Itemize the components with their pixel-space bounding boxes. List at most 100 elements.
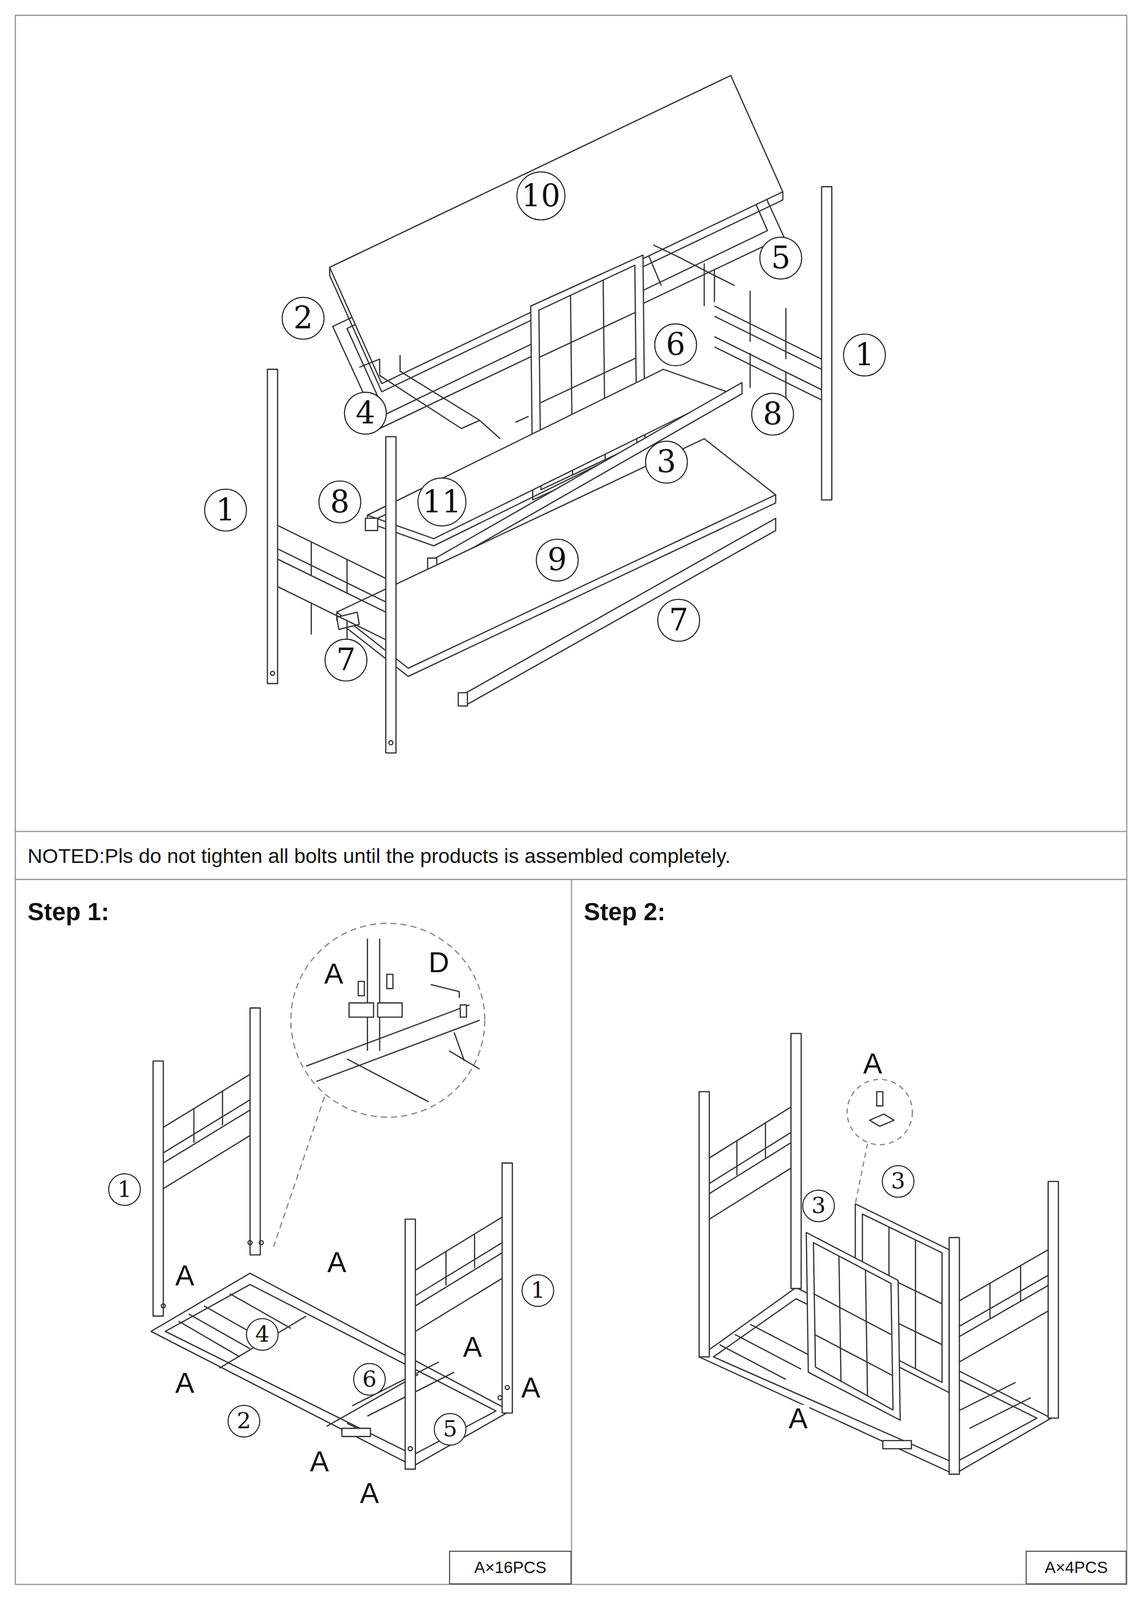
line-art bbox=[386, 974, 393, 989]
line-art bbox=[365, 518, 378, 532]
exploded-view bbox=[267, 75, 833, 754]
callout-number: 3 bbox=[645, 441, 689, 485]
line-art bbox=[504, 1386, 510, 1391]
callout-number: 3 bbox=[802, 1189, 835, 1223]
callout-number: 5 bbox=[759, 236, 803, 280]
line-art bbox=[749, 291, 752, 343]
line-art bbox=[405, 1219, 416, 1470]
line-art bbox=[869, 1114, 895, 1127]
line-art bbox=[259, 1240, 264, 1246]
line-art bbox=[709, 1107, 792, 1159]
line-art bbox=[219, 1316, 307, 1369]
line-art bbox=[764, 1123, 767, 1159]
step-heading: Step 1: bbox=[27, 900, 110, 925]
line-art bbox=[346, 559, 348, 594]
line-art bbox=[152, 1061, 164, 1317]
line-art bbox=[736, 1141, 738, 1176]
part-number: 5 bbox=[770, 242, 791, 274]
part-number: 3 bbox=[811, 1195, 826, 1218]
callout-number: 9 bbox=[535, 539, 579, 583]
sheet-frame bbox=[15, 15, 1127, 1585]
line-art bbox=[349, 1003, 374, 1018]
part-number: 7 bbox=[668, 605, 689, 637]
part-number: 6 bbox=[362, 1368, 377, 1391]
part-number: 1 bbox=[117, 1178, 132, 1202]
line-art bbox=[540, 312, 637, 358]
callout-number: 5 bbox=[433, 1413, 467, 1447]
line-art bbox=[341, 1428, 371, 1437]
line-art bbox=[277, 559, 387, 613]
line-art bbox=[876, 1091, 883, 1107]
line-art bbox=[959, 1311, 1049, 1363]
line-art bbox=[163, 1135, 250, 1189]
callout-number: 7 bbox=[657, 599, 701, 643]
line-art bbox=[445, 1252, 447, 1286]
line-art bbox=[813, 1243, 894, 1411]
callout-number: 10 bbox=[516, 171, 566, 221]
note-text: A×16PCS bbox=[474, 1559, 547, 1577]
callout-number: 4 bbox=[246, 1318, 279, 1352]
line-art bbox=[749, 353, 752, 388]
callout-number: 2 bbox=[281, 297, 325, 341]
part-number: 1 bbox=[215, 495, 236, 526]
line-art bbox=[358, 982, 365, 997]
line-art bbox=[310, 541, 312, 576]
line-art bbox=[415, 1278, 503, 1332]
part-number: 3 bbox=[656, 447, 677, 479]
line-art bbox=[277, 586, 387, 640]
line-art bbox=[806, 1232, 901, 1421]
quantity-box: A×16PCS bbox=[449, 1551, 572, 1585]
line-art bbox=[714, 306, 822, 360]
line-art bbox=[570, 879, 573, 1585]
line-art bbox=[150, 1273, 511, 1467]
line-art bbox=[247, 1240, 253, 1246]
part-number: 2 bbox=[293, 302, 313, 334]
line-art bbox=[460, 1005, 467, 1018]
line-art bbox=[267, 369, 278, 684]
line-art bbox=[813, 1293, 892, 1335]
line-art bbox=[954, 1382, 1031, 1429]
line-art bbox=[15, 15, 1127, 1585]
line-art bbox=[699, 1091, 710, 1358]
line-art bbox=[653, 245, 735, 307]
line-art bbox=[882, 1441, 912, 1450]
line-art bbox=[814, 1335, 893, 1376]
line-art bbox=[959, 1250, 1049, 1302]
part-number: 10 bbox=[521, 180, 561, 212]
line-art bbox=[1048, 1181, 1059, 1419]
line-art bbox=[847, 1080, 913, 1146]
part-number: 8 bbox=[330, 486, 350, 518]
part-number: 5 bbox=[442, 1418, 458, 1442]
part-number: 6 bbox=[665, 329, 686, 361]
line-art bbox=[273, 1097, 325, 1248]
part-number: 3 bbox=[891, 1170, 906, 1194]
callout-number: 6 bbox=[654, 323, 698, 367]
fastener-letter: A bbox=[325, 1249, 349, 1278]
callout-number: 6 bbox=[353, 1363, 386, 1397]
line-art bbox=[270, 671, 275, 676]
line-art bbox=[306, 938, 480, 1103]
step-heading: Step 2: bbox=[584, 900, 666, 925]
fastener-letter: A bbox=[173, 1262, 197, 1292]
line-art bbox=[15, 831, 1127, 833]
line-art bbox=[515, 416, 529, 423]
line-art bbox=[163, 1110, 250, 1164]
callout-number: 3 bbox=[881, 1165, 915, 1199]
fastener-letter: A bbox=[357, 1479, 381, 1509]
line-art bbox=[178, 1293, 291, 1358]
fastener-letter: A bbox=[860, 1050, 885, 1079]
step1-illustration bbox=[150, 923, 513, 1470]
callout-number: 1 bbox=[203, 488, 248, 532]
step-panel: Step 1:114625A×16PCS bbox=[15, 879, 572, 1585]
line-art bbox=[377, 1003, 403, 1018]
fastener-letter: A bbox=[519, 1374, 543, 1404]
line-art bbox=[790, 1034, 802, 1290]
part-number: 4 bbox=[355, 398, 375, 429]
line-art bbox=[408, 1447, 413, 1452]
line-art bbox=[415, 1253, 503, 1307]
note-band: NOTED:Pls do not tighten all bolts until… bbox=[15, 832, 1127, 880]
line-art bbox=[785, 308, 787, 360]
line-art bbox=[719, 1324, 817, 1380]
part-number: 2 bbox=[236, 1410, 251, 1433]
